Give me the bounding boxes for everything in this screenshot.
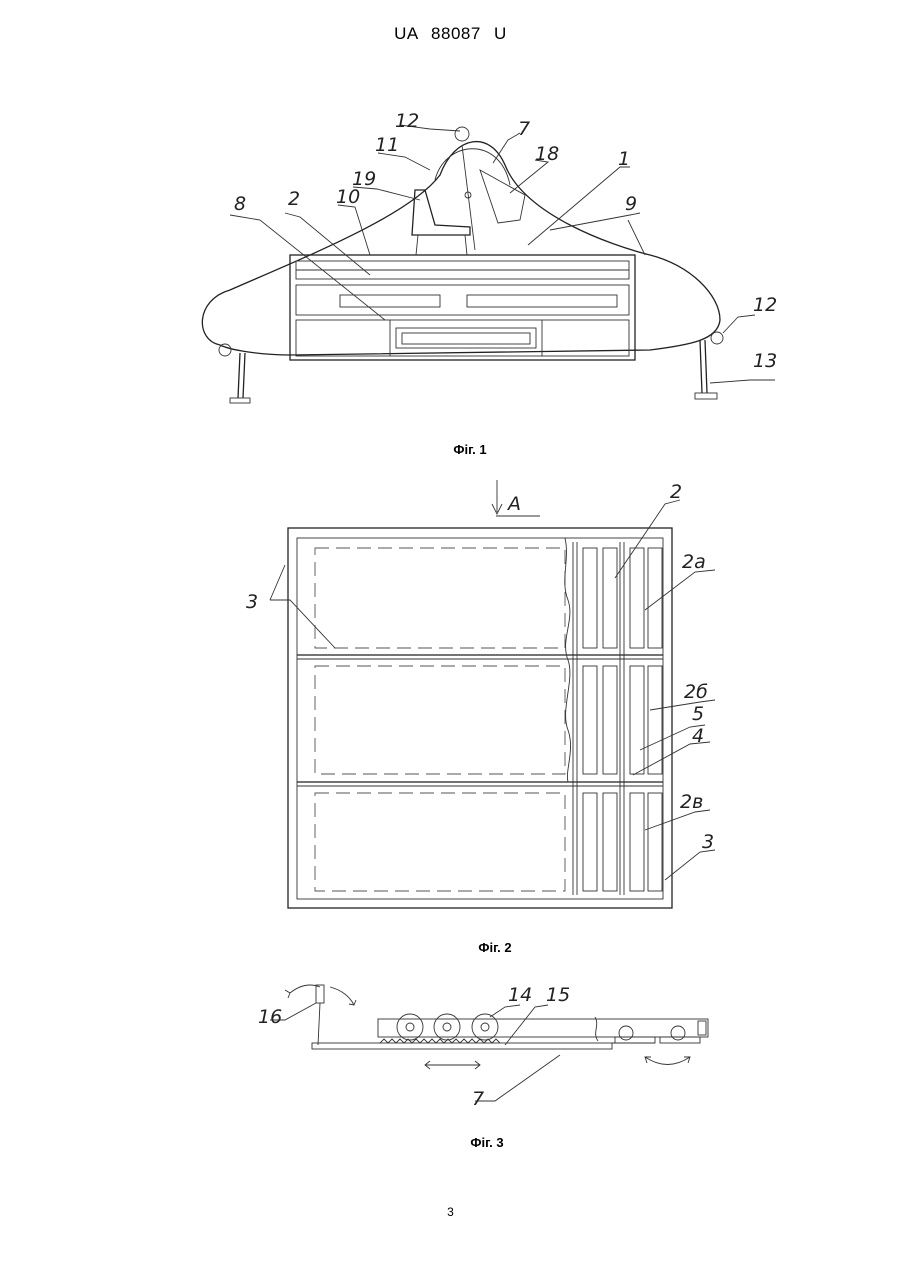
figure-2-caption: Фіг. 2: [435, 940, 555, 955]
figure-1-caption: Фіг. 1: [410, 442, 530, 457]
fig2-label-3-right: 3: [702, 831, 714, 853]
fig3-label-15: 15: [546, 984, 570, 1006]
fig1-label-10: 10: [336, 186, 360, 208]
fig1-label-13: 13: [753, 350, 777, 372]
fig2-label-2a: 2а: [682, 551, 706, 573]
fig1-label-7: 7: [518, 118, 530, 140]
fig2-label-5: 5: [692, 703, 704, 725]
fig1-label-18: 18: [535, 143, 559, 165]
fig1-label-2: 2: [288, 188, 300, 210]
figure-3-caption: Фіг. 3: [427, 1135, 547, 1150]
fig1-label-1: 1: [618, 148, 630, 170]
page-number: 3: [0, 1205, 901, 1219]
fig2-label-4: 4: [692, 725, 704, 747]
fig3-label-14: 14: [508, 984, 532, 1006]
document-number: UA 88087 U: [0, 24, 901, 44]
figure-1-drawing: 12 7 11 18 1 19 8 2 10 9 12 13: [190, 105, 790, 415]
fig1-label-8: 8: [234, 193, 246, 215]
fig2-label-3-left: 3: [246, 591, 258, 613]
fig1-label-12-top: 12: [395, 110, 419, 132]
fig3-label-16: 16: [258, 1006, 282, 1028]
figure-2-drawing: А 2 2а 3 2б 5 4 2в 3: [240, 470, 760, 920]
figure-3-drawing: 14 15 16 7: [250, 975, 730, 1115]
fig1-label-9: 9: [625, 193, 637, 215]
fig2-label-a: А: [506, 493, 521, 515]
fig2-label-2: 2: [670, 481, 682, 503]
fig2-label-2v: 2в: [680, 791, 703, 813]
fig2-label-2b: 2б: [684, 681, 708, 703]
fig3-label-7: 7: [472, 1088, 484, 1110]
fig1-label-11: 11: [375, 134, 399, 156]
fig1-label-12-right: 12: [753, 294, 777, 316]
